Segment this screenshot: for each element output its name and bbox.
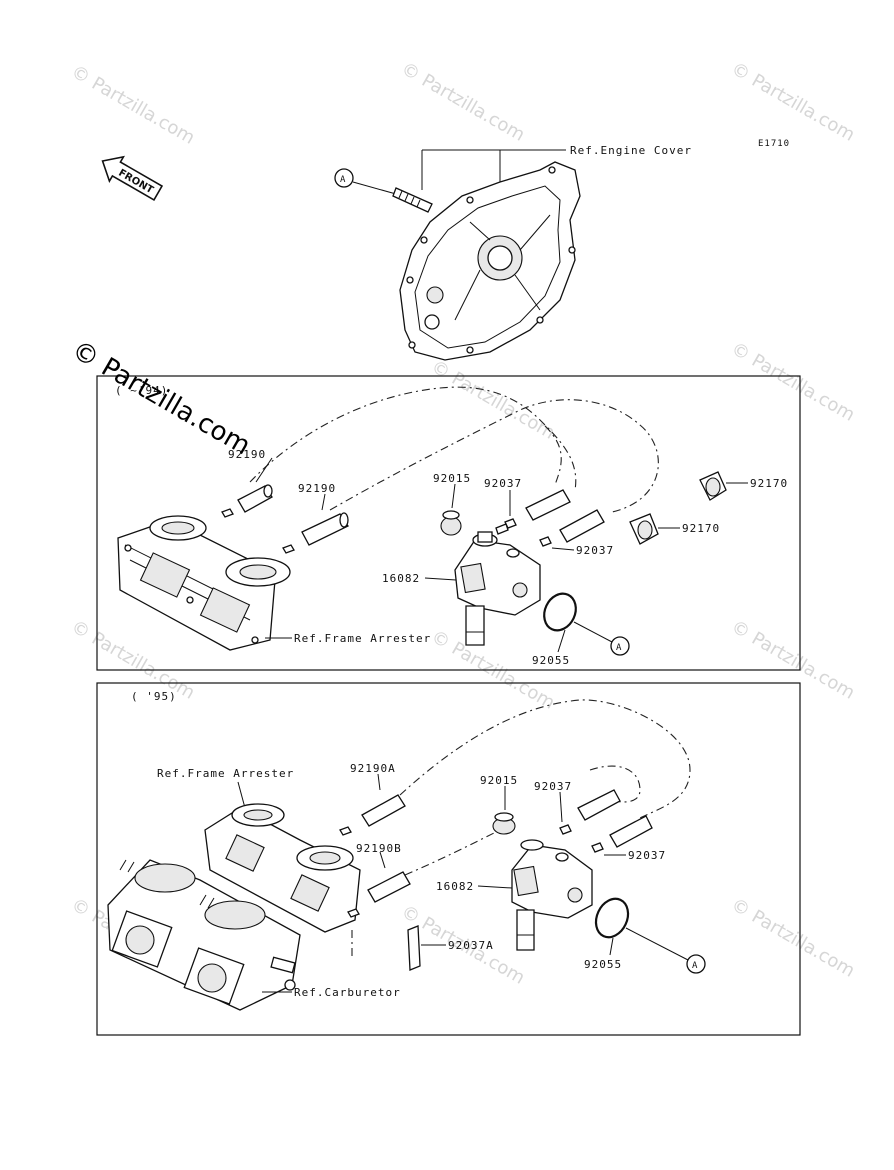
label-92037-d: 92037 <box>628 849 666 862</box>
callout-a <box>610 636 630 656</box>
label-92190B: 92190B <box>356 842 402 855</box>
watermark: © Partzilla.com <box>728 338 859 426</box>
hose-92190-b <box>301 512 349 546</box>
clip-92037 <box>539 536 552 547</box>
callout-a-label: A <box>340 175 346 185</box>
callout-a <box>334 168 354 188</box>
label-92055-b: 92055 <box>584 958 622 971</box>
ref-carburetor-label: Ref.Carburetor <box>294 986 401 999</box>
hose-92190-a <box>237 484 273 513</box>
watermark: © Partzilla.com <box>398 58 529 146</box>
panel-year-label: ( '95) <box>131 690 177 703</box>
watermark: © Partzilla.com <box>728 616 859 704</box>
label-16082-a: 16082 <box>382 572 420 585</box>
callout-a-label: A <box>692 961 698 971</box>
label-92015-a: 92015 <box>433 472 471 485</box>
o-ring-92055 <box>594 897 630 939</box>
frame-arrester <box>117 515 291 651</box>
hose-short <box>525 489 571 521</box>
label-92190A: 92190A <box>350 762 396 775</box>
label-92037A: 92037A <box>448 939 494 952</box>
hose-92190b <box>367 871 411 903</box>
o-ring-92055 <box>543 592 577 632</box>
clip-92037 <box>559 824 572 835</box>
label-92037-b: 92037 <box>576 544 614 557</box>
label-92037-a: 92037 <box>484 477 522 490</box>
callout-a-label: A <box>616 643 622 653</box>
watermark: © Partzilla.com <box>428 356 559 444</box>
clip <box>347 908 360 918</box>
ref-frame-arrester-label: Ref.Frame Arrester <box>157 767 294 780</box>
label-92015-b: 92015 <box>480 774 518 787</box>
part-92015 <box>440 510 462 536</box>
label-92037-c: 92037 <box>534 780 572 793</box>
hose-92190a <box>361 794 406 827</box>
engine-cover-group: Ref.Engine Cover A <box>334 144 692 361</box>
clip-92037 <box>591 842 604 853</box>
hose-short <box>559 509 605 543</box>
label-92170-a: 92170 <box>750 477 788 490</box>
callout-a <box>686 954 706 974</box>
tube-92037A <box>407 925 421 971</box>
watermark: © Partzilla.com <box>68 61 199 149</box>
clamp-92170-b <box>629 513 659 545</box>
label-92190-a: 92190 <box>228 448 266 461</box>
ref-engine-cover-label: Ref.Engine Cover <box>570 144 692 157</box>
diagram-code: E1710 <box>758 139 790 149</box>
clip <box>339 826 352 836</box>
watermark: © Partzilla.com <box>728 894 859 982</box>
carburetor-assembly <box>107 859 301 1011</box>
label-16082-b: 16082 <box>436 880 474 893</box>
clip <box>221 508 234 518</box>
watermark-main: © Partzilla.com <box>67 335 256 461</box>
clamp-92170-a <box>699 471 727 501</box>
panel-95: ( '95) Ref.Frame Arrester <box>96 682 801 1036</box>
panel-pre-95: ( ~'94) Ref.Frame Arrester 92190 <box>96 375 801 671</box>
ref-frame-arrester-label: Ref.Frame Arrester <box>294 632 431 645</box>
watermark: © Partzilla.com <box>728 58 859 146</box>
hose-short <box>609 815 653 848</box>
frame-arrester <box>204 803 361 933</box>
part-16082 <box>511 839 593 951</box>
panel-border <box>96 375 801 671</box>
label-92170-b: 92170 <box>682 522 720 535</box>
part-16082 <box>454 523 541 646</box>
panel-year-label: ( ~'94) <box>115 384 168 397</box>
label-92190-b: 92190 <box>298 482 336 495</box>
hose-short <box>577 789 621 821</box>
label-92055-a: 92055 <box>532 654 570 667</box>
part-92015 <box>492 812 516 835</box>
clip <box>282 544 295 554</box>
front-arrow-icon: FRONT <box>101 155 164 202</box>
panel-border <box>96 682 801 1036</box>
